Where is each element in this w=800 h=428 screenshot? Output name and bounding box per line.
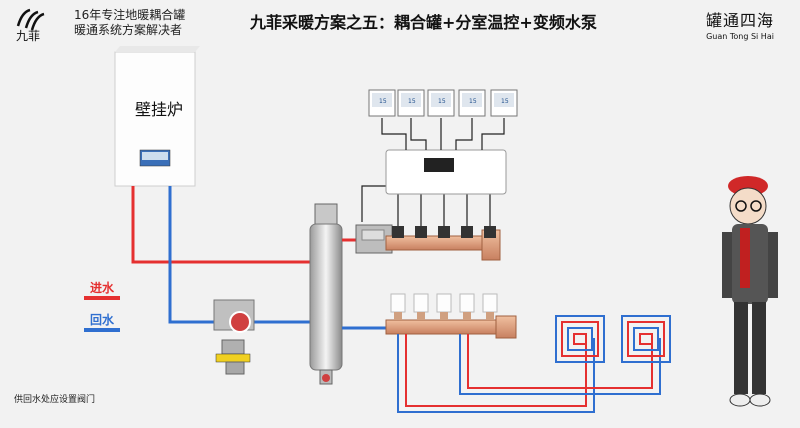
legend-supply-swatch [84, 296, 120, 300]
thermostat-display: 15 [469, 98, 477, 105]
footnote: 供回水处应设置阀门 [14, 395, 96, 405]
thermostats: 15 15 15 15 15 [368, 89, 518, 117]
brand-line2: 暖通系统方案解决者 [74, 23, 183, 37]
thermostat-wires [381, 118, 505, 150]
page-title: 九菲采暖方案之五：耦合罐+分室温控+变频水泵 [250, 13, 597, 32]
boiler [114, 46, 200, 187]
zone-actuator [459, 226, 475, 320]
manifold [385, 229, 517, 339]
thermostat: 15 [490, 89, 518, 117]
thermostat: 15 [368, 89, 396, 117]
zone-actuator [482, 226, 498, 320]
actuator-wires [397, 194, 491, 226]
thermostat: 15 [397, 89, 425, 117]
legend-return-label: 回水 [90, 313, 115, 327]
zone-controller-panel [424, 158, 454, 172]
brand-line1: 16年专注地暖耦合罐 [74, 8, 186, 22]
pump-wire [361, 185, 386, 222]
mascot [722, 176, 778, 407]
thermostat: 15 [427, 89, 455, 117]
thermostat-display: 15 [501, 98, 509, 105]
zone-actuator [413, 226, 429, 320]
corner-brand-cn: 罐通四海 [706, 11, 775, 30]
corner-brand: 罐通四海 Guan Tong Si Hai [706, 7, 774, 41]
return-pipe-boiler [168, 186, 310, 324]
thermostat: 15 [458, 89, 486, 117]
zone-controller [385, 149, 507, 195]
legend-supply-label: 进水 [90, 281, 115, 295]
brand-logo-text: 九菲 [16, 29, 40, 42]
corner-brand-en: Guan Tong Si Hai [706, 32, 774, 41]
thermostat-display: 15 [438, 98, 446, 105]
coupling-tank [309, 203, 343, 385]
thermostat-display: 15 [379, 98, 387, 105]
floor-coil [621, 315, 671, 363]
floor-coil [555, 315, 605, 363]
zone-actuators [390, 226, 498, 320]
zone-actuator [390, 226, 406, 320]
brand-logo: 九菲 [16, 8, 45, 42]
floor-loops [397, 315, 671, 413]
mixing-valve [213, 299, 255, 375]
supply-pipe-boiler [131, 186, 310, 264]
zone-actuator [436, 226, 452, 320]
legend-return-swatch [84, 328, 120, 332]
boiler-label: 壁挂炉 [135, 100, 184, 119]
thermostat-display: 15 [408, 98, 416, 105]
brand-text: 16年专注地暖耦合罐 暖通系统方案解决者 [74, 8, 185, 38]
